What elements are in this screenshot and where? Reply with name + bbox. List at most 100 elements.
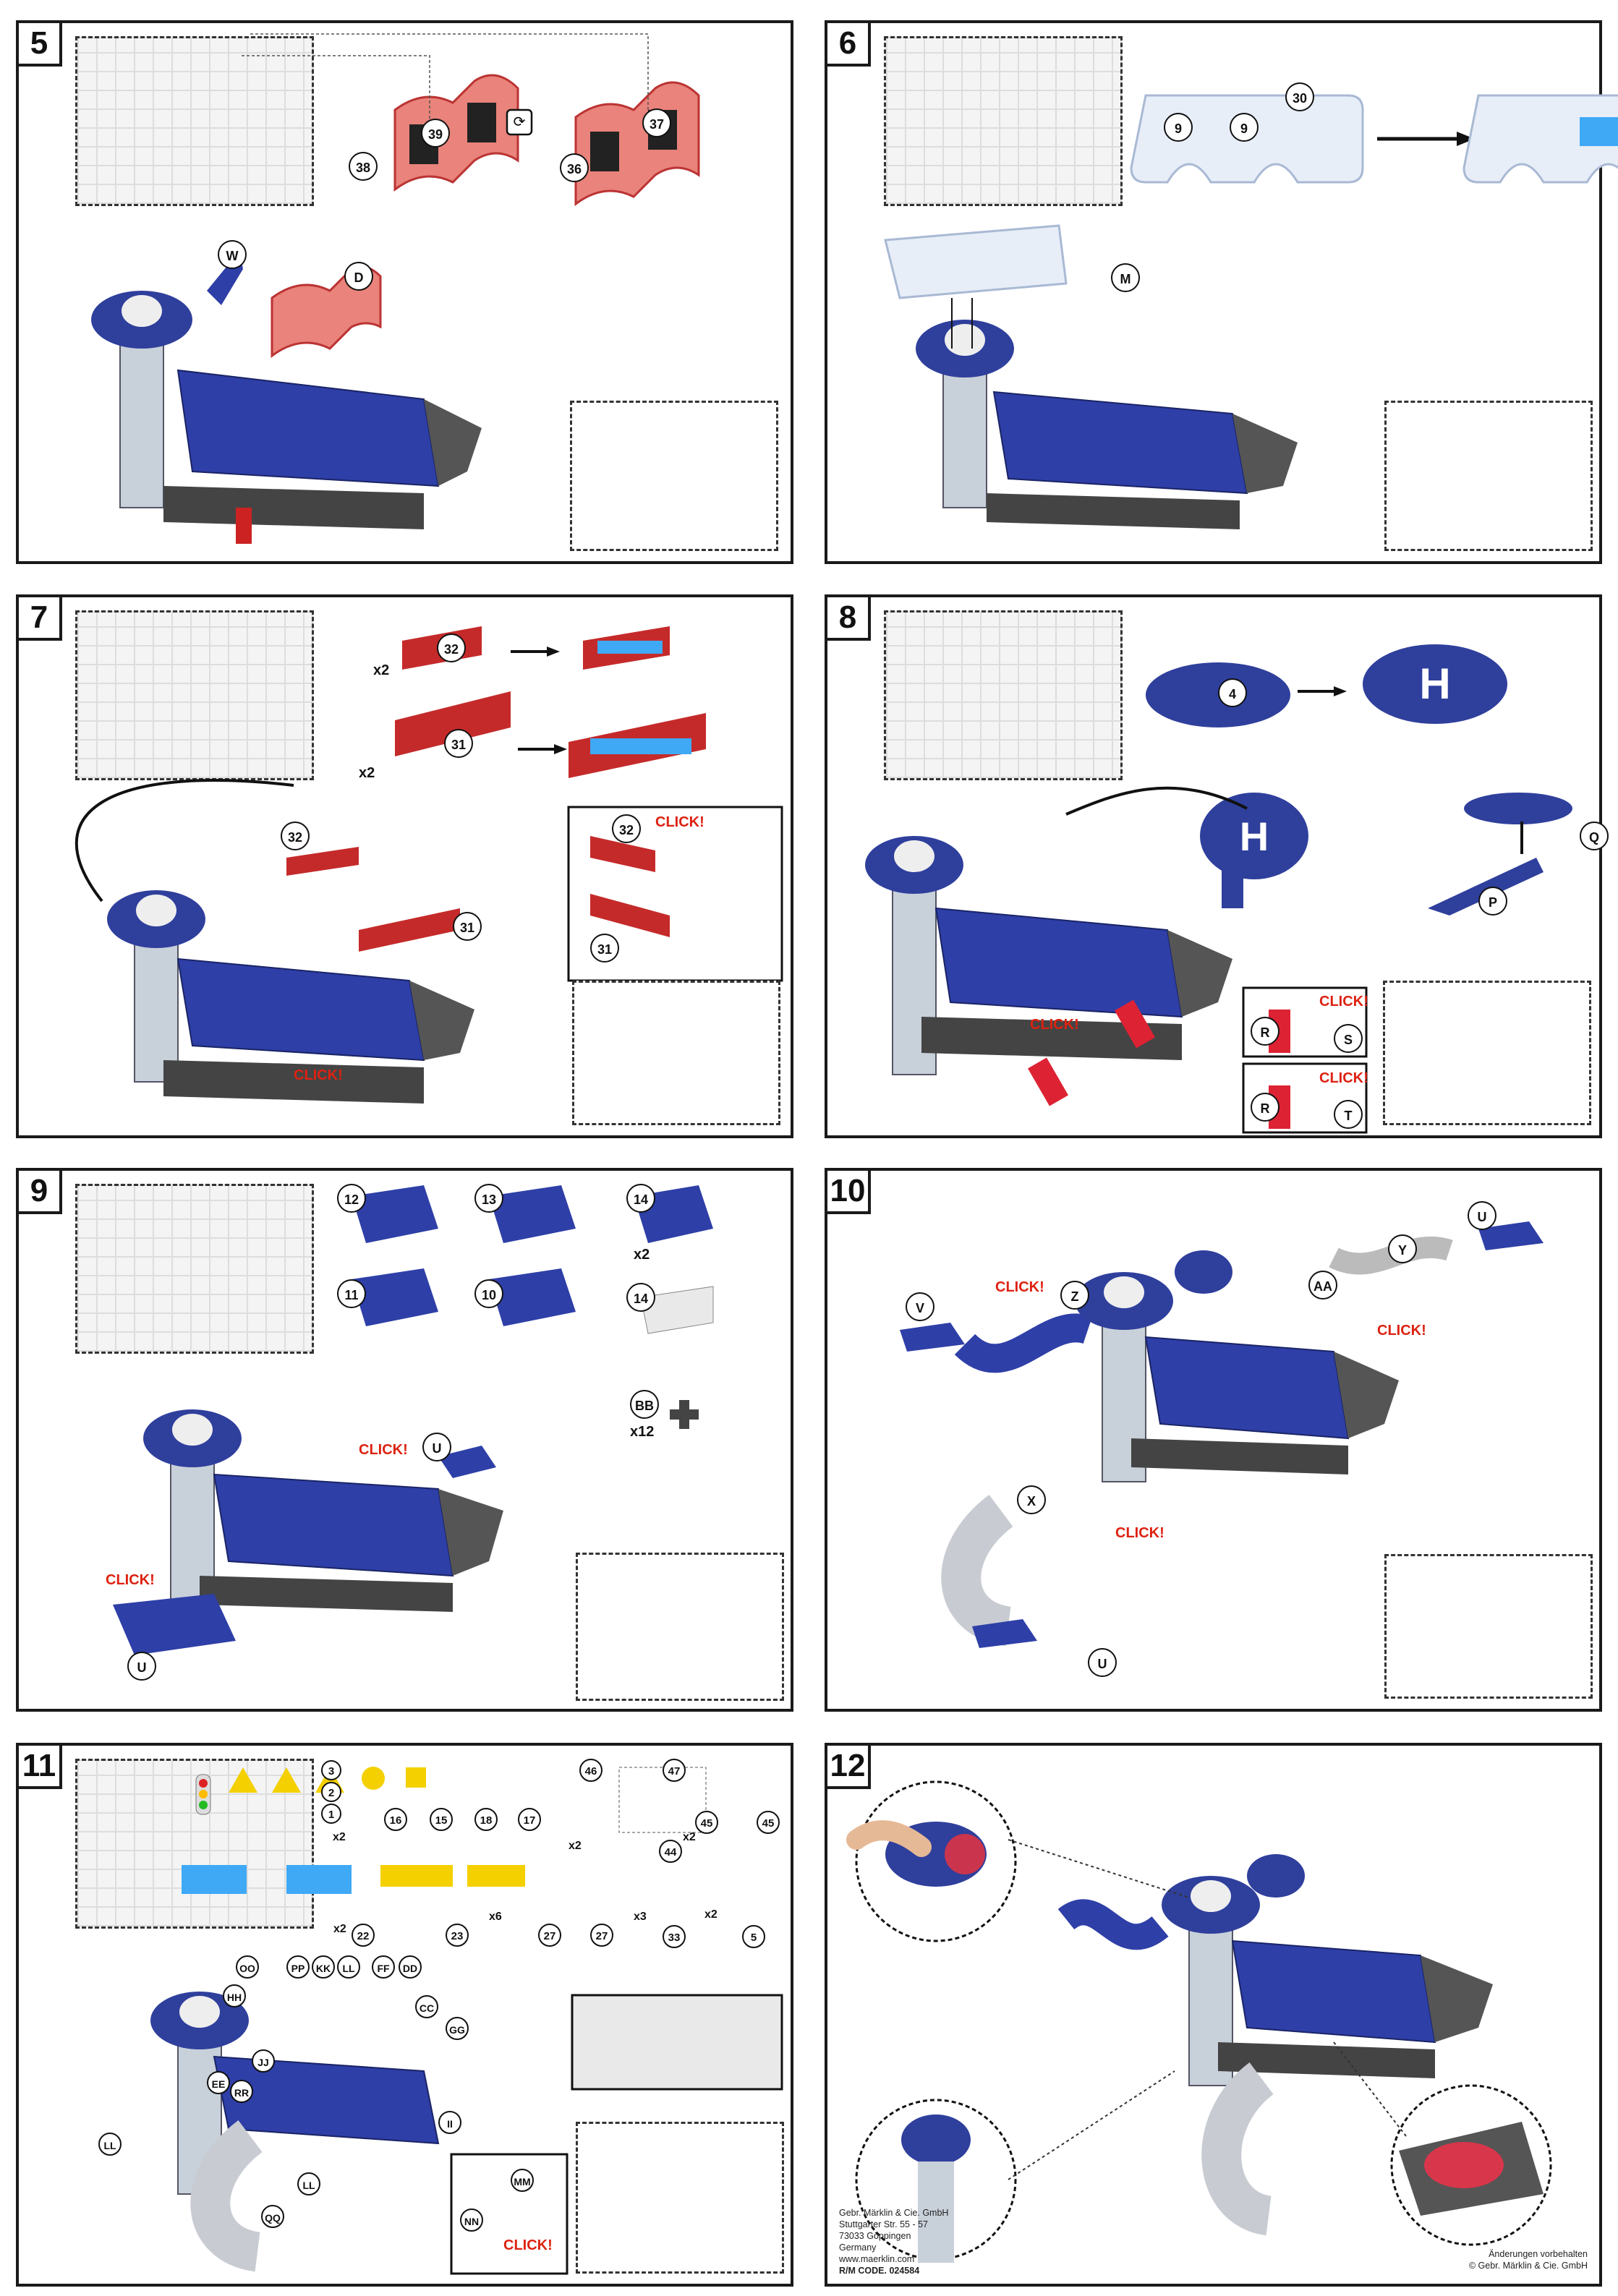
step-11-illustration xyxy=(41,1767,783,2275)
part-label: 38 xyxy=(349,152,378,181)
quantity-text: x2 xyxy=(373,662,390,678)
step-5-illustration: ⟳ xyxy=(91,33,700,544)
part-label: KK xyxy=(312,1955,335,1979)
result-preview xyxy=(1383,981,1591,1125)
sticker-sheet xyxy=(75,36,314,206)
quantity-text: x12 xyxy=(630,1424,655,1440)
step-8-panel: 8 H H 4 Q P R S R T CLICK! CLICK! CLICK! xyxy=(825,594,1609,1138)
part-label: PP xyxy=(286,1955,310,1979)
result-preview xyxy=(576,2122,784,2274)
part-label: 27 xyxy=(538,1924,561,1947)
quantity-text: x2 xyxy=(569,1840,582,1852)
part-label: 44 xyxy=(659,1840,682,1863)
part-label: JJ xyxy=(252,2049,275,2073)
click-callout: CLICK! xyxy=(1319,1070,1368,1086)
part-label: 16 xyxy=(384,1808,407,1831)
part-label: U xyxy=(127,1652,156,1681)
part-label: FF xyxy=(372,1955,395,1979)
svg-text:H: H xyxy=(1240,814,1269,859)
part-label: 23 xyxy=(446,1924,469,1947)
part-label: V xyxy=(906,1292,934,1321)
step-10-panel: 10 U Y AA V Z X U CLICK! CLICK! CLICK! xyxy=(825,1168,1602,1712)
part-label: S xyxy=(1334,1024,1363,1053)
part-label: U xyxy=(1468,1201,1496,1230)
part-label: 3 xyxy=(321,1760,341,1780)
part-label: 31 xyxy=(590,934,619,963)
part-label: QQ xyxy=(261,2205,284,2228)
step-number: 11 xyxy=(19,1746,62,1789)
step-number: 10 xyxy=(827,1171,871,1214)
part-label: W xyxy=(218,240,247,269)
step-5-panel: 5 ⟳ 39 37 38 36 W D xyxy=(16,20,793,564)
part-label: DD xyxy=(399,1955,422,1979)
company-name: Gebr. Märklin & Cie. GmbH xyxy=(839,2208,949,2218)
part-label: 9 xyxy=(1230,113,1259,142)
step-9-panel: 9 12 13 14 11 10 14 BB U U x2 x12 CLICK!… xyxy=(16,1168,793,1712)
part-label: AA xyxy=(1308,1271,1337,1299)
sticker-sheet xyxy=(884,36,1123,206)
part-label: OO xyxy=(236,1955,259,1979)
part-label: 27 xyxy=(590,1924,613,1947)
part-label: 1 xyxy=(321,1804,341,1824)
part-label: 31 xyxy=(453,912,482,941)
click-callout: CLICK! xyxy=(1115,1525,1164,1541)
sticker-sheet xyxy=(884,610,1123,780)
part-label: 36 xyxy=(560,153,589,182)
part-label: Y xyxy=(1388,1234,1417,1263)
part-label: Z xyxy=(1060,1281,1089,1310)
step-number: 12 xyxy=(827,1746,871,1789)
step-number: 6 xyxy=(827,23,871,67)
part-label: 45 xyxy=(757,1811,780,1834)
part-label: 14 xyxy=(626,1283,655,1312)
quantity-text: x2 xyxy=(704,1908,718,1921)
part-label: 47 xyxy=(663,1759,686,1782)
part-label: 31 xyxy=(444,729,473,758)
quantity-text: x2 xyxy=(359,765,375,781)
step-12-illustration xyxy=(846,1780,1552,2263)
click-callout: CLICK! xyxy=(1319,994,1368,1010)
svg-text:⟳: ⟳ xyxy=(514,113,526,130)
result-preview xyxy=(570,401,778,551)
part-label: 32 xyxy=(437,633,466,662)
quantity-text: x2 xyxy=(634,1247,650,1263)
part-label: II xyxy=(438,2111,461,2134)
part-label: 10 xyxy=(474,1279,503,1308)
company-city: 73033 Göppingen xyxy=(839,2231,911,2241)
step-number: 8 xyxy=(827,597,871,641)
click-callout: CLICK! xyxy=(655,814,704,830)
part-label: GG xyxy=(446,2017,469,2040)
rights-notice: Änderungen vorbehalten © Gebr. Märklin &… xyxy=(1469,2248,1588,2271)
step-7-panel: 7 x2 x2 32 31 32 31 32 31 CLICK! CLICK! xyxy=(16,594,793,1138)
part-label: T xyxy=(1334,1100,1363,1129)
rights-line-1: Änderungen vorbehalten xyxy=(1489,2249,1588,2259)
part-label: 2 xyxy=(321,1782,341,1802)
part-label: 32 xyxy=(612,814,641,843)
click-callout: CLICK! xyxy=(1030,1017,1079,1033)
part-label: 4 xyxy=(1218,678,1247,707)
part-label: U xyxy=(1088,1648,1117,1677)
company-country: Germany xyxy=(839,2242,877,2253)
part-label: 13 xyxy=(474,1184,503,1213)
rights-line-2: © Gebr. Märklin & Cie. GmbH xyxy=(1468,2261,1588,2271)
part-label: NN xyxy=(460,2208,483,2232)
part-label: 15 xyxy=(430,1808,453,1831)
quantity-text: x3 xyxy=(634,1911,647,1923)
part-label: 12 xyxy=(337,1184,366,1213)
company-website[interactable]: www.maerklin.com xyxy=(839,2254,915,2264)
part-label: 33 xyxy=(663,1925,686,1948)
part-label: 17 xyxy=(518,1808,541,1831)
quantity-text: x6 xyxy=(489,1911,502,1923)
sticker-sheet xyxy=(75,1759,314,1929)
part-label: CC xyxy=(415,1995,438,2018)
part-label: EE xyxy=(207,2071,230,2094)
step-number: 5 xyxy=(19,23,62,67)
part-label: LL xyxy=(337,1955,360,1979)
svg-text:H: H xyxy=(1419,660,1450,708)
company-address: Gebr. Märklin & Cie. GmbH Stuttgarter St… xyxy=(839,2207,948,2276)
part-label: X xyxy=(1017,1485,1046,1514)
part-label: 37 xyxy=(642,108,671,137)
part-label: R xyxy=(1251,1093,1280,1122)
part-label: RR xyxy=(230,2080,253,2103)
step-11-panel: 11 3 2 1 16 15 18 17 46 47 45 45 44 22 2… xyxy=(16,1743,793,2287)
part-label: 5 xyxy=(742,1925,765,1948)
